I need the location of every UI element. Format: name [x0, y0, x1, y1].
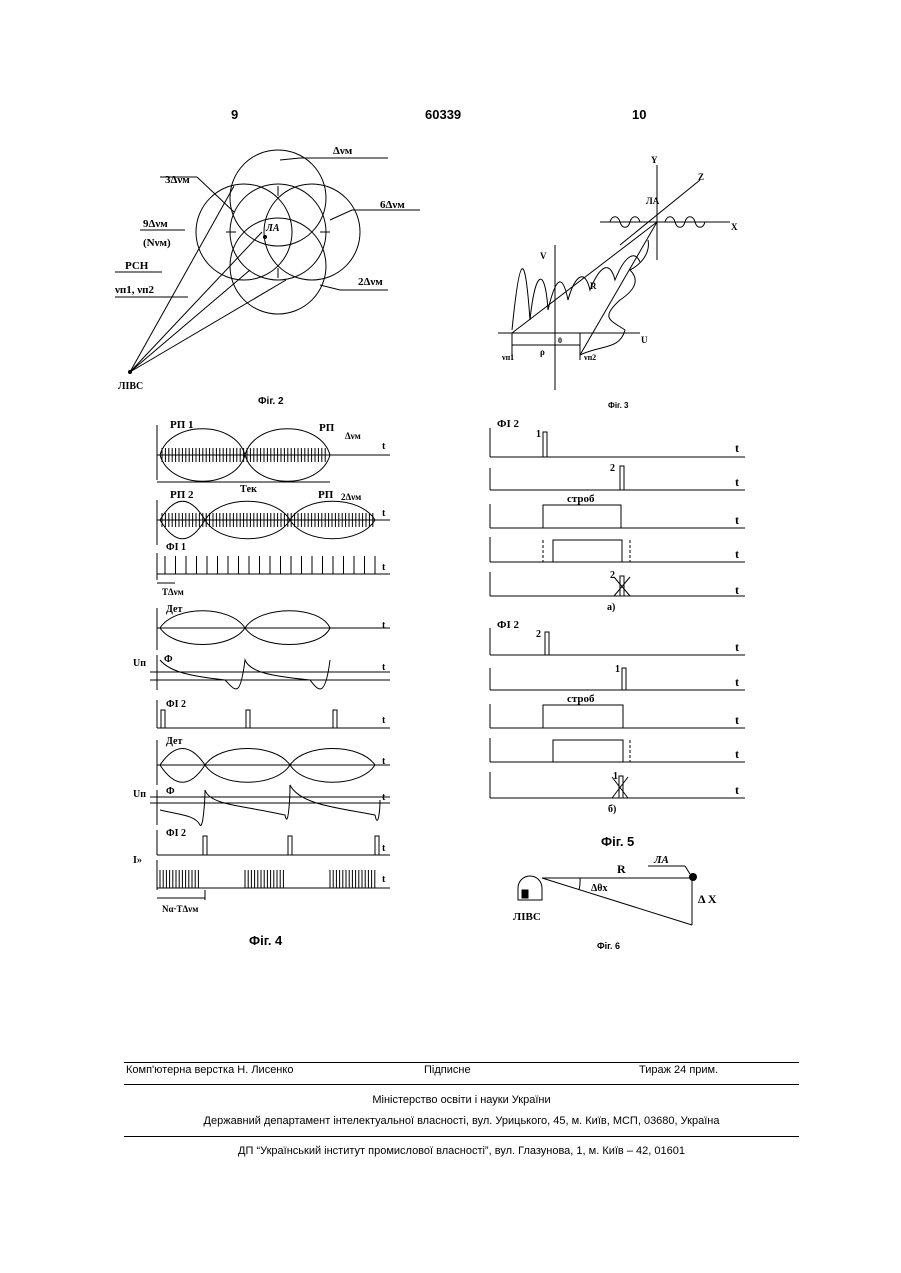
fig6-r: R — [617, 862, 626, 876]
fig6-la-dot — [689, 873, 697, 881]
footer-institute: ДП “Український інститут промислової вла… — [124, 1145, 799, 1157]
footer-ministry: Міністерство освіти і науки України — [124, 1094, 799, 1106]
footer-signed: Підписне — [424, 1064, 471, 1076]
footer-typesetting: Комп'ютерна верстка Н. Лисенко — [126, 1064, 293, 1076]
fig6-caption: Фіг. 6 — [597, 941, 620, 951]
footer-rule-3 — [124, 1136, 799, 1137]
footer-rule-1 — [124, 1062, 799, 1063]
fig6-dx: Δ X — [698, 892, 717, 906]
fig6-theta: Δθх — [591, 883, 608, 894]
fig6-la: ЛА — [653, 854, 669, 866]
footer-rule-2 — [124, 1084, 799, 1085]
footer-circulation: Тираж 24 прим. — [639, 1064, 718, 1076]
footer-department: Державний департамент інтелектуальної вл… — [124, 1115, 799, 1127]
fig6-lvs: ЛІВС — [513, 911, 541, 923]
